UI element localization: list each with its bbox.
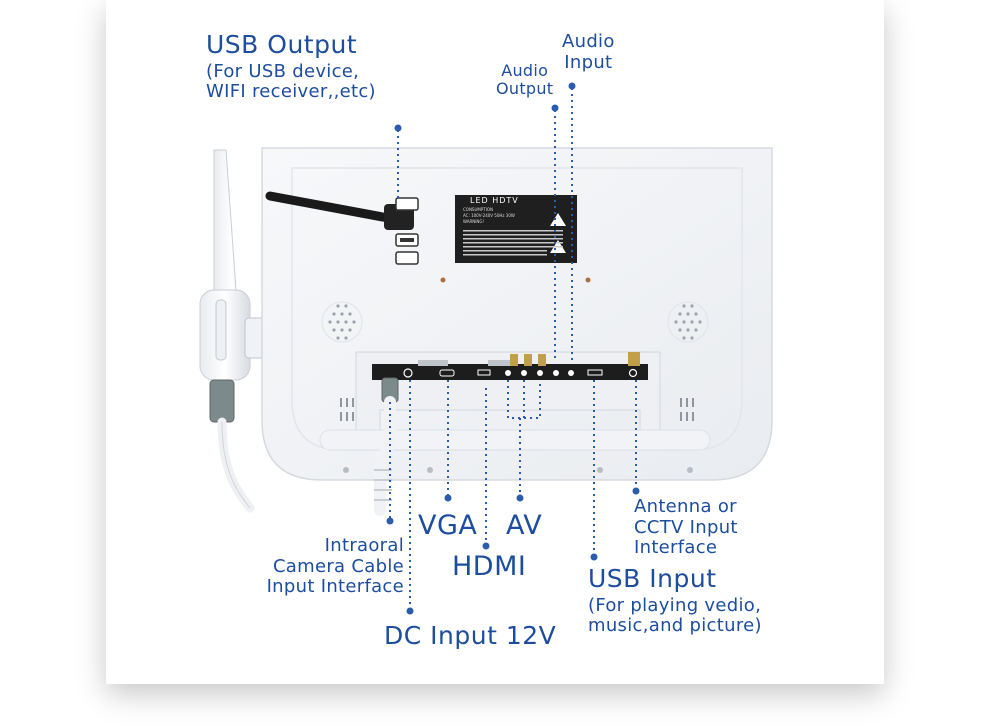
sticker-line-3: WARNING! — [463, 219, 485, 224]
intraoral-label: Intraoral Camera Cable Input Interface — [236, 535, 404, 598]
sticker-title: LED HDTV — [470, 196, 519, 205]
intraoral-line-3: Input Interface — [266, 576, 404, 598]
hdmi-label: HDMI — [452, 551, 527, 582]
audio-input-line-1: Audio — [562, 31, 615, 52]
usb-output-label: USB Output (For USB device, WIFI receive… — [206, 30, 376, 103]
leader-lines — [389, 88, 637, 610]
rating-sticker — [455, 195, 577, 263]
intraoral-line-2: Camera Cable — [272, 555, 404, 577]
antenna-line-3: Interface — [634, 537, 718, 559]
intraoral-line-1: Intraoral — [324, 535, 404, 556]
camera-cable — [374, 377, 399, 516]
antenna-line-2: CCTV Input — [634, 516, 738, 538]
audio-output-line-2: Output — [496, 79, 554, 99]
right-speaker-grille — [667, 301, 709, 343]
sticker-line-2: AC: 100V-240V 50Hz 30W — [463, 213, 515, 218]
audio-output-line-1: Audio — [501, 61, 549, 80]
dc-input-label: DC Input 12V — [384, 621, 557, 650]
usb-input-detail-1: (For playing vedio, — [588, 594, 762, 616]
vga-label: VGA — [418, 510, 478, 541]
usb-output-detail-2: WIFI receiver,,etc) — [206, 81, 376, 103]
antenna-label: Antenna or CCTV Input Interface — [634, 496, 738, 559]
leader-dots — [386, 82, 640, 615]
usb-output-detail-1: (For USB device, — [206, 60, 360, 82]
audio-output-label: Audio Output — [496, 61, 554, 99]
usb-input-title: USB Input — [588, 564, 717, 593]
audio-input-line-2: Input — [564, 51, 613, 73]
usb-input-label: USB Input (For playing vedio, music,and … — [588, 564, 762, 637]
antenna-line-1: Antenna or — [634, 496, 737, 517]
usb-output-title: USB Output — [206, 30, 358, 59]
port-strip — [372, 352, 648, 380]
left-speaker-grille — [321, 301, 363, 343]
sticker-line-1: CONSUMPTION — [463, 207, 494, 212]
usb-output-ports — [395, 197, 419, 265]
audio-input-label: Audio Input — [562, 31, 615, 73]
usb-input-detail-2: music,and picture) — [588, 615, 762, 637]
av-label: AV — [506, 510, 543, 541]
